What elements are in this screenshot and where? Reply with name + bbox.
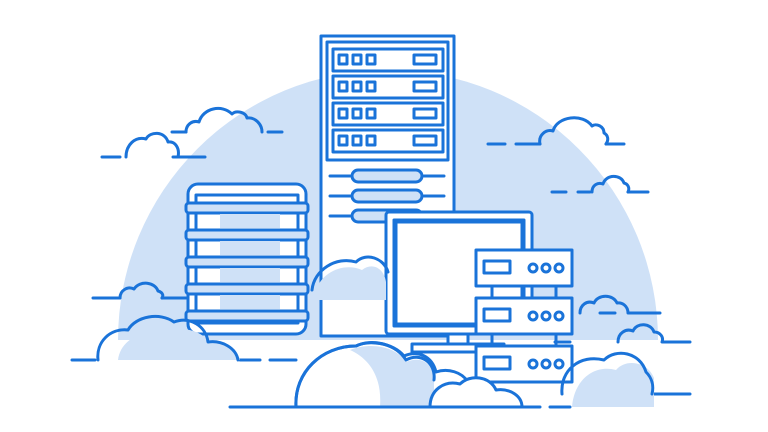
server-stack: [474, 248, 574, 384]
cloud-icon: [184, 106, 264, 134]
cloud-icon: [118, 281, 165, 300]
cloud-icon: [616, 323, 692, 344]
cloud-icon: [294, 341, 542, 409]
cloud-icon: [590, 174, 631, 194]
cloud-icon: [124, 131, 180, 159]
cloud-icon: [310, 255, 390, 300]
server-tower-icon: [184, 182, 310, 336]
server-unit-icon: [474, 296, 574, 336]
cloud-icon: [578, 294, 647, 315]
rack-unit-lights: [337, 53, 438, 147]
cloud-icon: [560, 351, 655, 407]
server-tower-slots: [184, 201, 310, 323]
cloud-icon: [538, 116, 610, 146]
server-unit-icon: [474, 344, 574, 384]
server-unit-icon: [474, 248, 574, 288]
cloud-icon: [96, 314, 240, 362]
